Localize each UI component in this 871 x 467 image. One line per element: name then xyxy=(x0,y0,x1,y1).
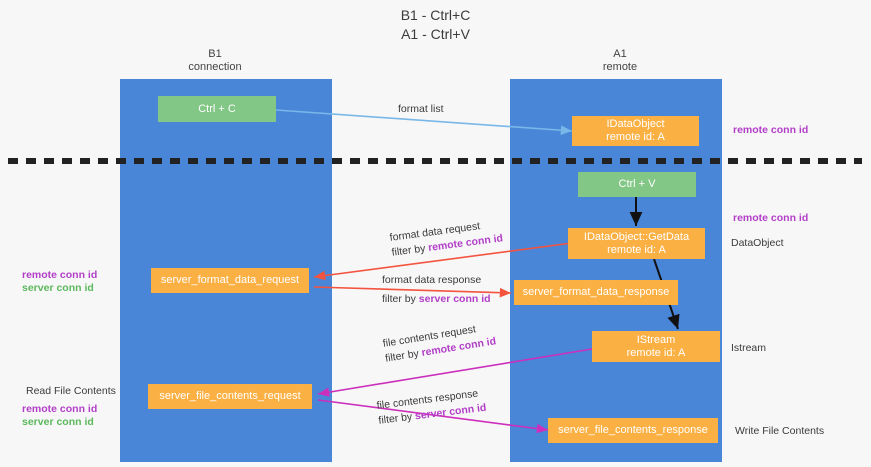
box-ctrl-v[interactable]: Ctrl + V xyxy=(578,172,696,197)
annotation-right-istream: Istream xyxy=(731,342,767,354)
annotation-right-write-file-contents: Write File Contents xyxy=(735,425,825,437)
edge-label-fdr-filter-pre: filter by xyxy=(390,242,429,259)
edge-label-fdres-filter-pre: filter by xyxy=(382,293,419,305)
box-idataobject-line1: IDataObject xyxy=(606,118,665,130)
box-server-format-data-request-line1: server_format_data_request xyxy=(160,274,300,286)
edge-label-fcr-filter-pre: filter by xyxy=(384,347,423,365)
edge-label-format-data-request: format data request filter by remote con… xyxy=(389,217,504,259)
annotation-right-dataobject: DataObject xyxy=(731,237,784,249)
lane-header-b1: B1 connection xyxy=(145,48,285,74)
box-getdata-line2: remote id: A xyxy=(607,243,666,256)
box-server-file-contents-response-line1: server_file_contents_response xyxy=(558,424,708,436)
edge-label-fdres-filter-key: server conn id xyxy=(418,293,491,305)
edge-label-format-list: format list xyxy=(398,103,444,115)
annotation-right-remote-conn-id-mid: remote conn id xyxy=(733,212,809,224)
edge-label-fcres-filter-pre: filter by xyxy=(377,410,416,427)
edge-label-file-contents-request: file contents request filter by remote c… xyxy=(382,320,497,364)
lane-header-a1-sub: remote xyxy=(602,61,638,73)
edge-label-format-list-text: format list xyxy=(398,103,444,115)
box-idataobject[interactable]: IDataObject remote id: A xyxy=(572,116,699,146)
annotation-left-remote-conn-id-mid: remote conn id xyxy=(22,269,98,281)
title-line-2: A1 - Ctrl+V xyxy=(401,26,470,42)
title-line-1: B1 - Ctrl+C xyxy=(400,7,471,23)
box-ctrl-v-line1: Ctrl + V xyxy=(618,178,656,190)
lane-header-a1: A1 remote xyxy=(550,48,690,74)
box-server-file-contents-request-line1: server_file_contents_request xyxy=(159,390,301,402)
annotation-left-server-conn-id-bot: server conn id xyxy=(22,416,94,428)
box-server-file-contents-response[interactable]: server_file_contents_response xyxy=(548,418,718,443)
box-ctrl-c-line1: Ctrl + C xyxy=(198,102,236,115)
box-server-format-data-response[interactable]: server_format_data_response xyxy=(514,280,678,305)
annotation-left-remote-conn-id-bot: remote conn id xyxy=(22,403,98,415)
page-title: B1 - Ctrl+C A1 - Ctrl+V xyxy=(0,6,871,44)
annotation-right-remote-conn-id-top: remote conn id xyxy=(733,124,809,136)
box-server-format-data-response-line1: server_format_data_response xyxy=(522,286,670,298)
lane-header-b1-sub: connection xyxy=(188,61,242,73)
box-server-format-data-request[interactable]: server_format_data_request xyxy=(151,268,309,293)
edge-label-file-contents-response: file contents response filter by server … xyxy=(376,387,487,427)
box-server-file-contents-request[interactable]: server_file_contents_request xyxy=(148,384,312,409)
annotation-left-read-file-contents: Read File Contents xyxy=(26,385,116,397)
box-istream-line2: remote id: A xyxy=(626,346,686,359)
lane-header-a1-name: A1 xyxy=(613,48,627,60)
box-ctrl-c[interactable]: Ctrl + C xyxy=(158,96,276,122)
box-getdata-line1: IDataObject::GetData xyxy=(583,230,690,243)
annotation-left-server-conn-id-mid: server conn id xyxy=(22,282,94,294)
edge-label-format-data-response: format data response filter by server co… xyxy=(382,274,491,305)
box-idataobject-line2: remote id: A xyxy=(606,131,665,143)
lane-header-b1-name: B1 xyxy=(208,48,222,60)
box-istream-line1: IStream xyxy=(636,333,676,346)
box-getdata[interactable]: IDataObject::GetData remote id: A xyxy=(568,228,705,259)
box-istream[interactable]: IStream remote id: A xyxy=(592,331,720,362)
edge-label-format-data-response-text: format data response xyxy=(382,274,482,286)
